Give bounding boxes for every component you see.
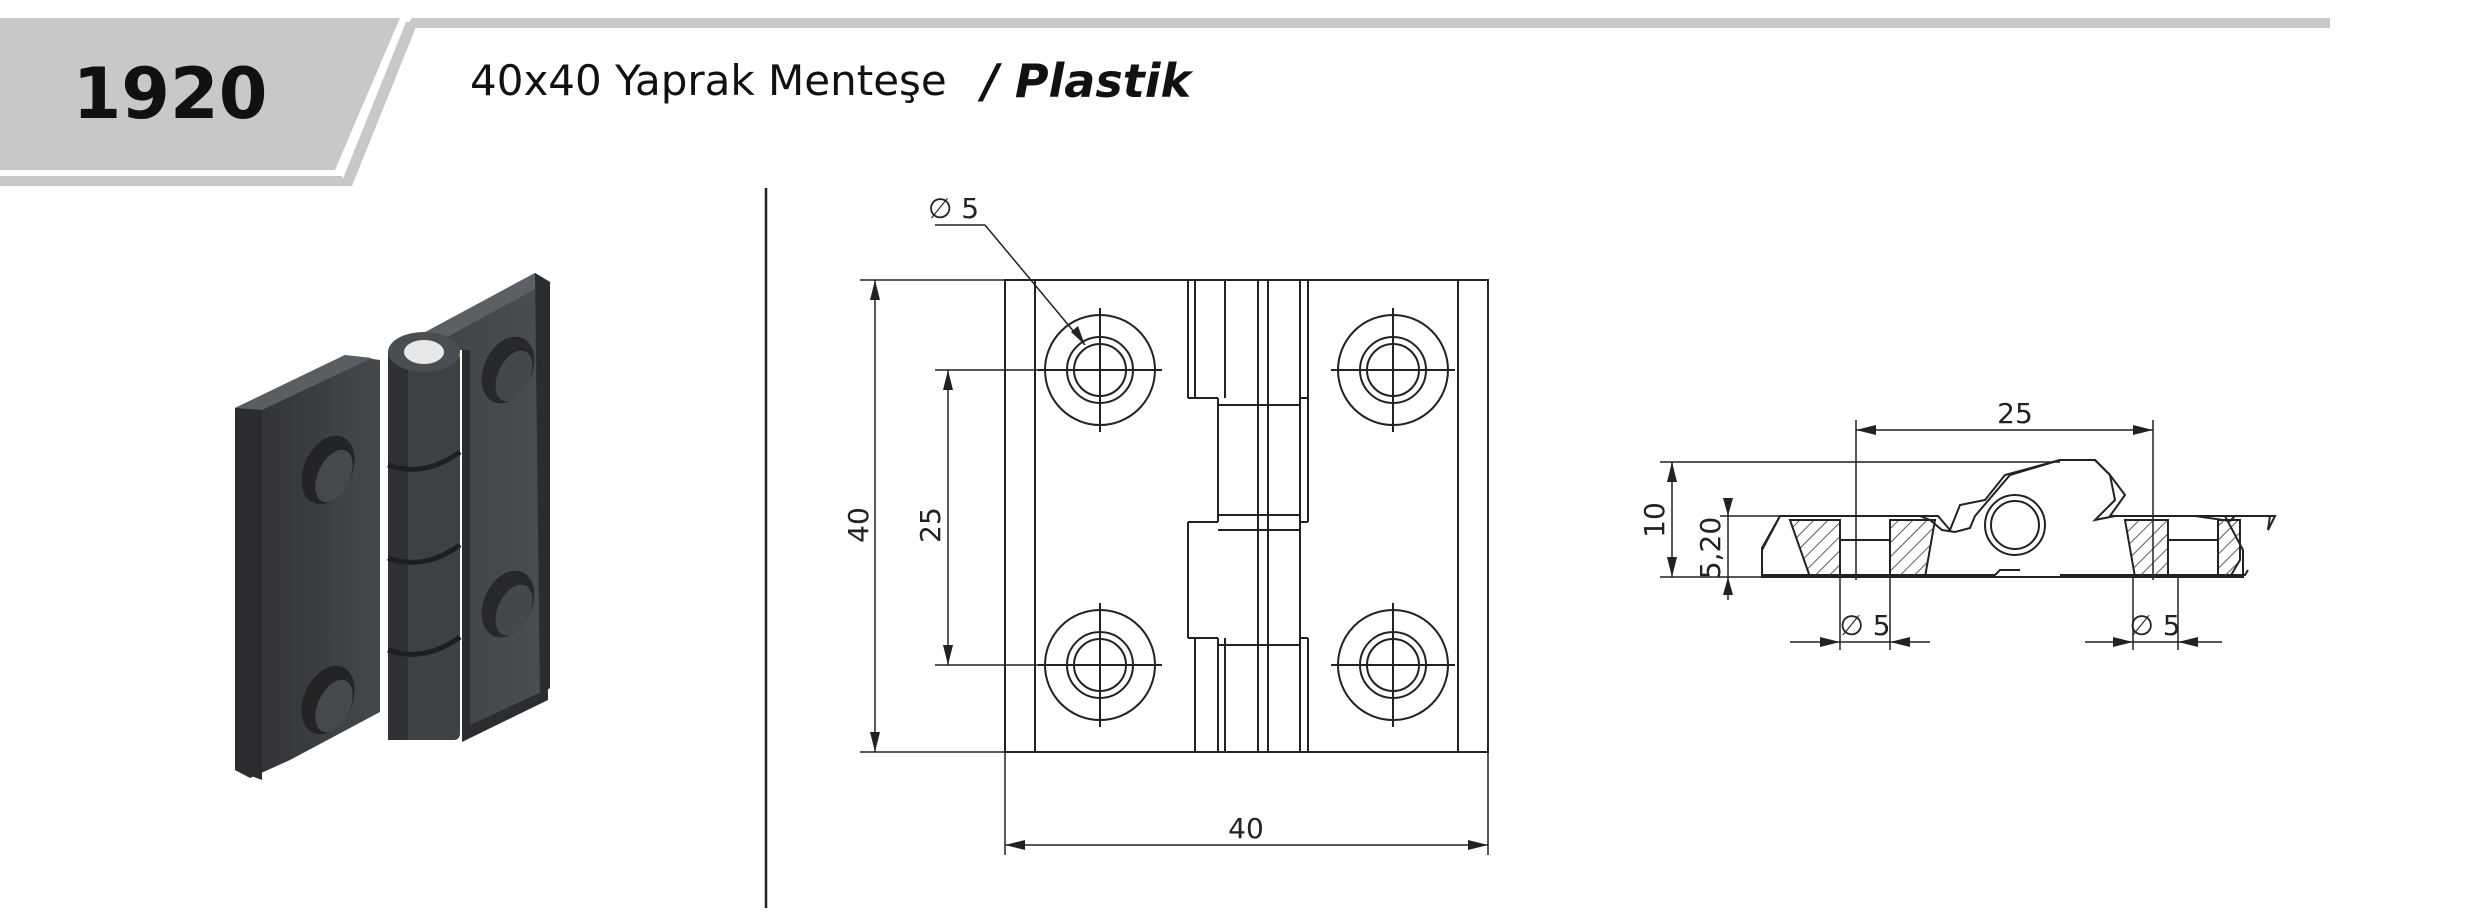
hole-bottom-right xyxy=(1331,603,1455,727)
product-material: / Plastik xyxy=(977,54,1193,108)
front-width-label: 40 xyxy=(1228,812,1264,845)
top-rule xyxy=(405,18,2330,28)
bottom-rule xyxy=(0,176,345,186)
side-hole-spacing-label: 25 xyxy=(1997,397,2033,430)
front-hole-spacing-label: 25 xyxy=(914,507,947,543)
product-title: 40x40 Yaprak Menteşe xyxy=(470,56,947,105)
side-right-hole-label: ∅ 5 xyxy=(2129,609,2180,642)
code-band xyxy=(0,18,400,170)
side-view-dimensions: 25 10 5,20 ∅ 5 ∅ 5 xyxy=(1638,397,2181,642)
hole-top-right xyxy=(1331,308,1455,432)
side-thickness-label: 5,20 xyxy=(1694,517,1727,579)
side-height-label: 10 xyxy=(1638,502,1671,538)
side-view-drawing xyxy=(1660,420,2277,650)
hole-bottom-left xyxy=(1038,603,1162,727)
hole-top-left xyxy=(1038,308,1162,432)
slash-rule xyxy=(340,22,418,186)
hinge-product-image xyxy=(235,273,550,780)
header: 1920 40x40 Yaprak Menteşe / Plastik xyxy=(0,18,2330,186)
front-height-label: 40 xyxy=(842,507,875,543)
front-view-dimensions: ∅ 5 40 25 40 xyxy=(842,192,1264,845)
front-view-drawing xyxy=(860,224,1489,855)
front-hole-diameter-label: ∅ 5 xyxy=(928,192,979,225)
side-left-hole-label: ∅ 5 xyxy=(1839,609,1890,642)
product-code: 1920 xyxy=(73,53,268,135)
